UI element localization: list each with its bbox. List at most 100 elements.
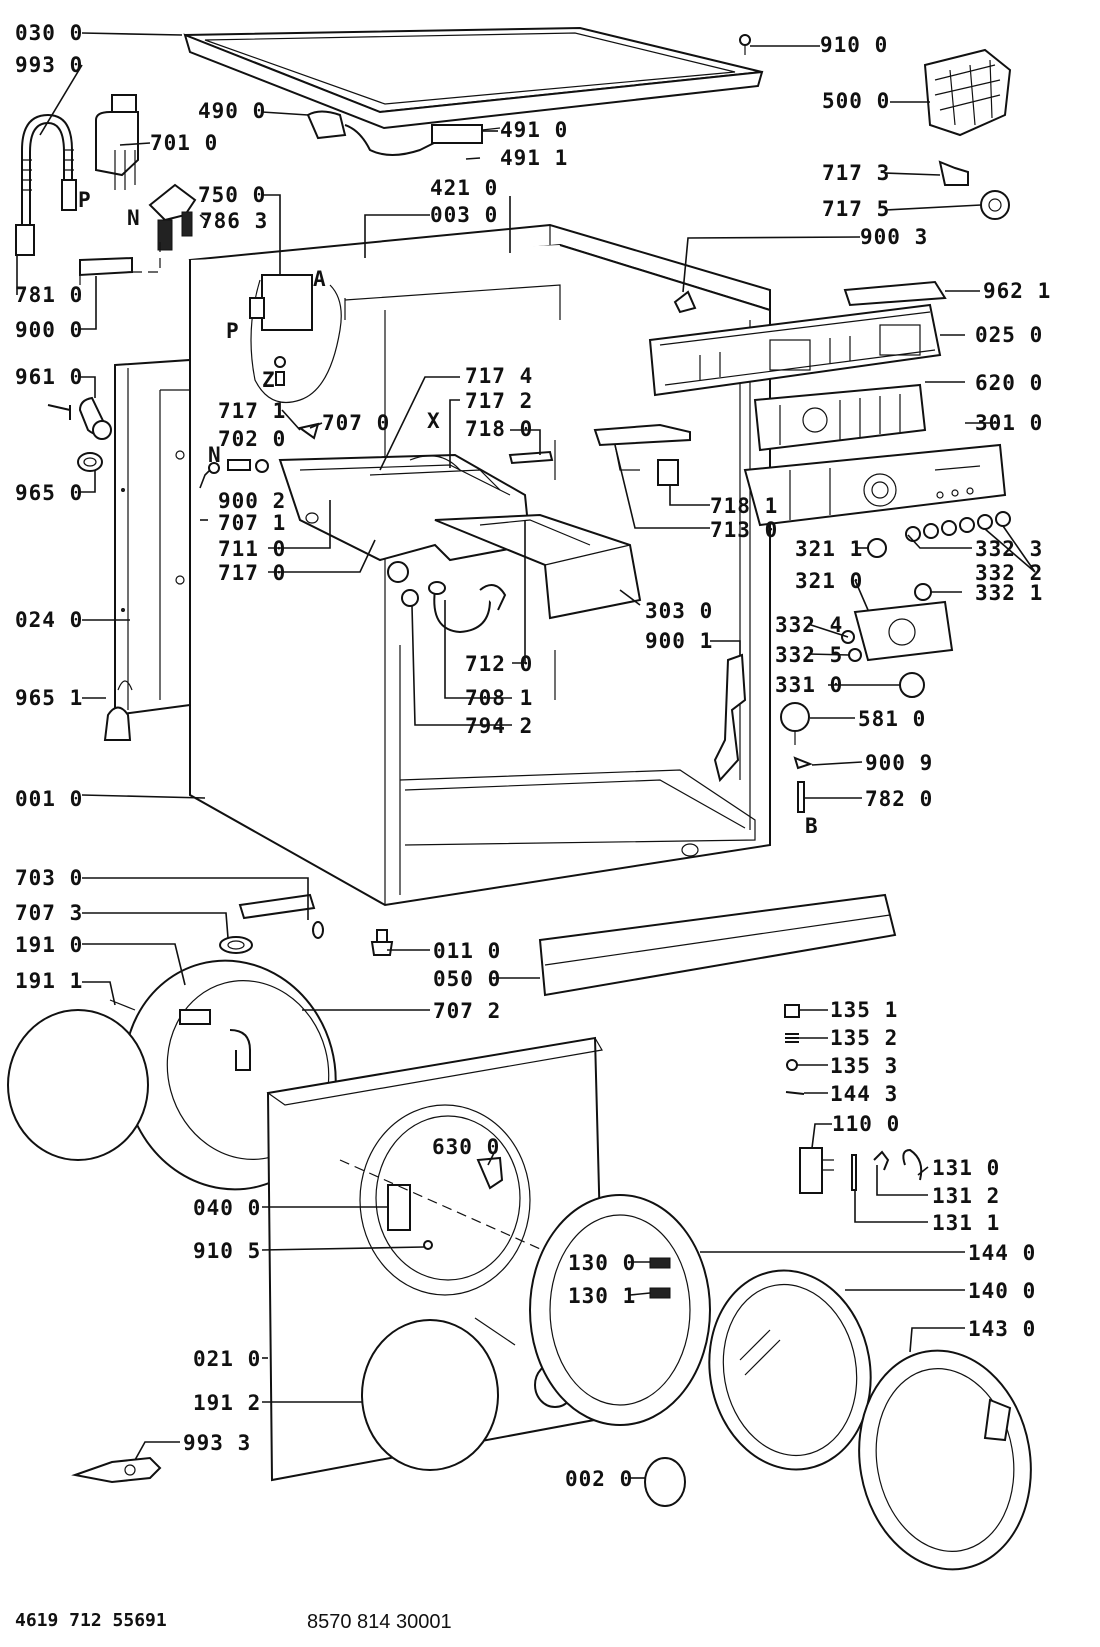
callout-label-781-0: 781 0: [15, 283, 83, 307]
callout-label-050-0: 050 0: [433, 967, 501, 991]
callout-label-703-0: 703 0: [15, 866, 83, 890]
foot-961-part: [47, 396, 112, 440]
callout-label-321-0: 321 0: [795, 569, 863, 593]
callout-label-001-0: 001 0: [15, 787, 83, 811]
clip-131-2-part: [873, 1150, 890, 1171]
callout-label-025-0: 025 0: [975, 323, 1043, 347]
callout-label-303-0: 303 0: [645, 599, 713, 623]
callout-label-910-5: 910 5: [193, 1239, 261, 1263]
callout-label-717-5: 717 5: [822, 197, 890, 221]
clip-900-3-part: [673, 290, 697, 314]
foot-011-part: [370, 929, 394, 956]
door-seal-part: [361, 1317, 516, 1471]
callout-label-131-2: 131 2: [932, 1184, 1000, 1208]
callout-label-620-0: 620 0: [975, 371, 1043, 395]
callout-label-332-4: 332 4: [775, 613, 843, 637]
door-glass-part: [708, 1269, 872, 1471]
screw-144-3-part: [785, 1091, 805, 1095]
callout-label-794-2: 794 2: [465, 714, 533, 738]
callout-label-717-4: 717 4: [465, 364, 533, 388]
plinth-part: [538, 893, 897, 997]
cable-harness-part: [713, 653, 747, 783]
door-ring-part: [858, 1349, 1032, 1571]
pressure-switch-part: [780, 702, 810, 745]
marker-P-box: P: [226, 319, 239, 343]
callout-label-900-2: 900 2: [218, 489, 286, 513]
callout-label-144-0: 144 0: [968, 1241, 1036, 1265]
hook-131-0-part: [902, 1148, 923, 1181]
marker-A: A: [313, 267, 326, 291]
callout-label-021-0: 021 0: [193, 1347, 261, 1371]
marker-N-left: N: [208, 443, 221, 467]
bracket-718-0-part: [508, 450, 554, 465]
callout-label-110-0: 110 0: [832, 1112, 900, 1136]
callout-label-707-0: 707 0: [322, 411, 390, 435]
spring-135-2-part: [785, 1033, 799, 1043]
callout-label-707-3: 707 3: [15, 901, 83, 925]
callout-label-144-3: 144 3: [830, 1082, 898, 1106]
pipe-elbow-part: [95, 94, 139, 190]
top-lid-part: [183, 26, 764, 130]
callout-label-191-2: 191 2: [193, 1391, 261, 1415]
callout-label-301-0: 301 0: [975, 411, 1043, 435]
callout-label-135-1: 135 1: [830, 998, 898, 1022]
hose-clip-part: [79, 240, 161, 300]
knob-332-1-part: [914, 583, 932, 601]
tool-993-3-part: [71, 1456, 162, 1484]
buttons-332-part: [905, 511, 1011, 542]
callout-label-713-0: 713 0: [710, 518, 778, 542]
inlet-hose-part: [15, 113, 77, 256]
callout-label-965-0: 965 0: [15, 481, 83, 505]
callout-label-135-3: 135 3: [830, 1054, 898, 1078]
callout-label-040-0: 040 0: [193, 1196, 261, 1220]
knob-332-5-part: [848, 648, 862, 662]
callout-label-900-0: 900 0: [15, 318, 83, 342]
knob-panel-321-0-part: [853, 600, 954, 662]
clamp-900-9-part: [793, 756, 813, 770]
callout-label-717-2: 717 2: [465, 389, 533, 413]
callout-label-718-0: 718 0: [465, 417, 533, 441]
bracket-713-part: [593, 423, 691, 486]
callout-label-707-1: 707 1: [218, 511, 286, 535]
callout-label-332-5: 332 5: [775, 643, 843, 667]
callout-label-717-0: 717 0: [218, 561, 286, 585]
callout-label-581-0: 581 0: [858, 707, 926, 731]
power-cable-part: [306, 110, 451, 156]
marker-N-valve: N: [127, 206, 140, 230]
footer-center-code: 8570 814 30001: [307, 1611, 452, 1633]
leader-lines: [16, 32, 1036, 1479]
callout-label-131-1: 131 1: [932, 1211, 1000, 1235]
knob-717-5-part: [980, 190, 1010, 220]
control-fascia-part: [743, 443, 1007, 527]
seal-707-3-part: [219, 936, 253, 954]
callout-label-500-0: 500 0: [822, 89, 890, 113]
small-fittings-part: [208, 422, 320, 474]
control-module-part: [923, 48, 1012, 137]
callout-label-630-0: 630 0: [432, 1135, 500, 1159]
callout-label-332-3: 332 3: [975, 537, 1043, 561]
detail-balloon-part: [249, 274, 342, 404]
pin-131-1-part: [851, 1154, 857, 1191]
callout-label-143-0: 143 0: [968, 1317, 1036, 1341]
callout-label-130-1: 130 1: [568, 1284, 636, 1308]
callout-label-024-0: 024 0: [15, 608, 83, 632]
callout-label-030-0: 030 0: [15, 21, 83, 45]
siphon-hose-part: [428, 581, 507, 634]
cabinet-body-part: [189, 244, 771, 907]
ring-794-part: [401, 589, 419, 607]
callout-label-332-2: 332 2: [975, 561, 1043, 585]
callout-label-490-0: 490 0: [198, 99, 266, 123]
callout-label-131-0: 131 0: [932, 1156, 1000, 1180]
callout-label-707-2: 707 2: [433, 999, 501, 1023]
callout-label-711-0: 711 0: [218, 537, 286, 561]
knob-331-0-part: [899, 672, 925, 698]
control-panel-025-part: [648, 303, 942, 397]
callout-label-717-1: 717 1: [218, 399, 286, 423]
callout-label-993-0: 993 0: [15, 53, 83, 77]
cap-965-0-part: [77, 452, 103, 472]
screw-135-1-part: [784, 1004, 800, 1018]
marker-X: X: [427, 409, 440, 433]
marker-B: B: [805, 814, 818, 838]
